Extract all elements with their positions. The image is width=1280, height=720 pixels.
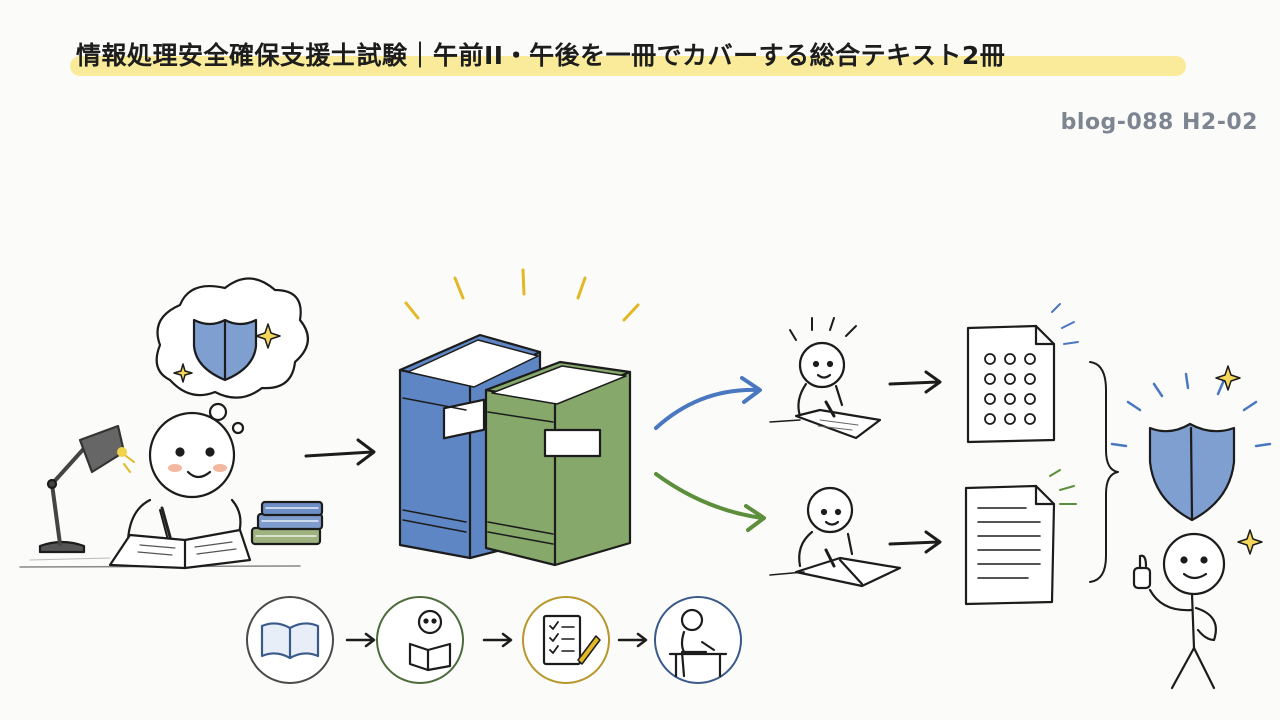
multiple-choice-sheet-icon [966, 303, 1079, 444]
success-group [1110, 365, 1272, 690]
title-highlight [70, 56, 1186, 76]
page-title: 情報処理安全確保支援士試験｜午前II・午後を一冊でカバーする総合テキスト2冊 [76, 41, 1006, 70]
flow-arrow-1 [304, 450, 374, 458]
brace [1089, 361, 1119, 583]
flow-arrow-lower [654, 472, 764, 520]
thumbs-up-figure-icon [1132, 532, 1226, 690]
reading-figure-icon [376, 596, 464, 684]
writing-person-upper [769, 317, 882, 440]
thought-cloud-shield-icon [155, 277, 309, 435]
test-desk-icon [654, 596, 742, 684]
writing-person-lower [769, 486, 902, 588]
shield-icon [1148, 422, 1236, 522]
open-book-icon [246, 596, 334, 684]
book-stack-icon [250, 500, 324, 546]
blog-id-label: blog-088 H2-02 [1060, 110, 1258, 135]
studying-person-group [19, 277, 324, 570]
desk-lamp-icon [38, 424, 135, 554]
essay-sheet-icon [964, 469, 1077, 606]
bottom-flow [246, 596, 742, 684]
textbooks-group [398, 268, 640, 567]
flow-arrow-upper [654, 387, 760, 430]
textbook-green-icon [484, 360, 632, 567]
checklist-icon [522, 596, 610, 684]
title-banner: 情報処理安全確保支援士試験｜午前II・午後を一冊でカバーする総合テキスト2冊 [70, 30, 1190, 80]
